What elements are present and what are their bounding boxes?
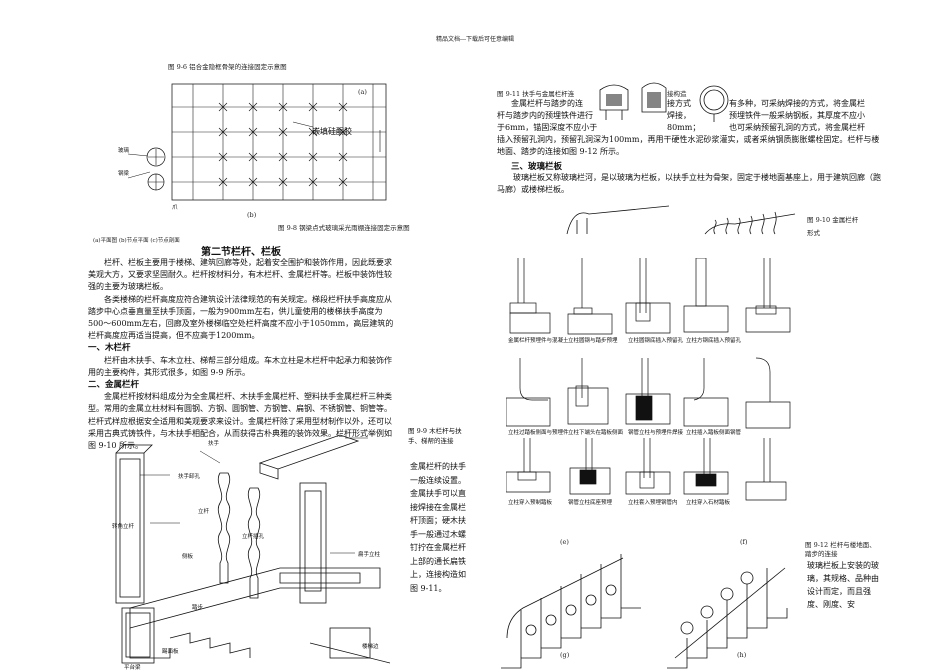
right-para-b1: 杆与踏步内的预埋铁件进行 [497,111,593,120]
fig-9-6-label-b: (b) [247,211,257,219]
fig-9-12-caption-1: 图 9-12 栏杆与楼地面、 [805,541,876,549]
glass-railing-side-text: 玻璃栏板上安装的玻璃，其规格、品种由设计而定，而且强度、刚度、安 [807,561,879,609]
svg-text:钢管立柱与预埋件焊接: 钢管立柱与预埋件焊接 [628,428,684,436]
svg-text:转角立杆: 转角立杆 [112,522,135,530]
svg-text:立柱圆钢底插入预留孔: 立柱圆钢底插入预留孔 [628,336,684,344]
svg-text:立柱插入踏板侧面钢管: 立柱插入踏板侧面钢管 [686,428,742,436]
fig-9-10-sub-g: (g) [560,651,570,659]
svg-text:立柱过踏板侧面与预埋件: 立柱过踏板侧面与预埋件 [508,428,569,436]
page-header: 精品文档---下载后可任意编辑 [435,36,515,43]
svg-text:钢梁: 钢梁 [118,169,130,177]
section-title: 第二节栏杆、栏板 [201,247,281,258]
paragraph-glass-railing: 玻璃栏板又称玻璃栏河，是以玻璃为栏板，以扶手立柱为骨架，固定于楼地面基座上，用于… [497,172,881,196]
fig-9-6-label-a: (a) [358,88,367,96]
svg-text:立柱穿入预制踏板: 立柱穿入预制踏板 [508,498,553,506]
right-para-rest: 插入预留孔洞内，预留孔洞深为100mm，再用干硬性水泥砂浆灌实，或者采纳钢质膨胀… [497,135,880,157]
fig-9-12-sub-f: (f) [740,538,748,546]
paragraph-metal-railing: 金属栏杆按材料组成分为全金属栏杆、木扶手金属栏杆、塑料扶手金属栏杆三种类型。常用… [88,392,392,451]
svg-text:平台梁: 平台梁 [124,663,141,671]
fig-9-12-caption-2: 踏步的连接 [805,550,838,558]
fig-9-10-stair-railings [497,548,797,672]
fig-9-9-caption: 图 9-9 木栏杆与扶手、梯帮的连接 [408,427,462,445]
left-body: 栏杆、栏板主要用于楼梯、建筑回廊等处，起着安全围护和装饰作用，因此既要求美观大方… [88,257,394,452]
fig-9-10-sub-h: (h) [737,651,747,659]
svg-text:钢管立柱底座预埋: 钢管立柱底座预埋 [568,498,613,506]
svg-text:立柱方钢底插入预留孔: 立柱方钢底插入预留孔 [686,336,742,344]
fig-9-6-caption: 图 9-6 铝合金隐框骨架的连接固定示意图 [168,63,287,71]
right-para-a3: 有多种，可采纳焊接的方式，将金属栏 [729,99,865,108]
svg-text:立柱下端头在踏板侧面: 立柱下端头在踏板侧面 [568,428,624,436]
right-para-c2: 80mm； [667,123,701,132]
svg-text:立柱套入预埋钢管内: 立柱套入预埋钢管内 [628,498,678,506]
paragraph-glass-railing-text: 玻璃栏板又称玻璃栏河，是以玻璃为栏板，以扶手立柱为骨架，固定于楼地面基座上，用于… [497,173,881,195]
fig-9-10-caption-1: 图 9-10 金属栏杆 [807,216,859,224]
fig-9-11-caption: 图 9-11 扶手与金属栏杆连 [497,90,575,98]
heading-glass-railing: 三、玻璃栏板 [511,162,563,172]
fig-9-8-caption: 图 9-8 钢梁点式玻璃采光雨棚连接固定示意图 [278,224,410,232]
fig-9-10-caption-2: 形式 [807,229,820,237]
svg-text:扶手: 扶手 [208,439,220,447]
svg-text:玻璃: 玻璃 [118,146,130,154]
right-para-a2: 接方式 [667,99,691,108]
svg-text:立杆插孔: 立杆插孔 [242,532,265,540]
svg-text:侧板: 侧板 [182,552,194,560]
paragraph-wood-railing: 栏杆由木扶手、车木立柱、梯帮三部分组成。车木立柱是木栏杆中起承力和装饰作用的主要… [88,355,392,377]
fig-9-11-drawing [592,80,732,122]
fig-9-12-sub-e: (e) [560,538,569,546]
svg-text:楼梯边: 楼梯边 [362,642,379,650]
right-para-b2: 焊接， [667,111,691,120]
svg-text:扁手立柱: 扁手立柱 [358,550,381,558]
svg-text:爪: 爪 [172,205,178,211]
svg-text:立杆: 立杆 [198,507,210,515]
svg-text:扶手卸孔: 扶手卸孔 [178,472,201,480]
right-para-a1: 金属栏杆与踏步的连 [511,99,583,108]
heading-wood-railing: 一、木栏杆 [88,343,131,354]
right-para-c1: 于6mm，锚固深度不应小于 [497,123,598,132]
svg-text:踏步: 踏步 [192,603,204,611]
heading-metal-railing: 二、金属栏杆 [88,380,140,391]
svg-text:立柱圆钢与踏步预埋: 立柱圆钢与踏步预埋 [568,336,618,344]
fig-9-10-drawing [565,204,800,236]
fig-9-11-caption-2: 接构造 [667,90,687,98]
paragraph-railing-intro: 栏杆、栏板主要用于楼梯、建筑回廊等处，起着安全围护和装饰作用，因此既要求美观大方… [88,258,392,292]
svg-text:踢面板: 踢面板 [162,647,179,655]
paragraph-railing-height: 各类楼梯的栏杆高度应符合建筑设计法律规范的有关规定。梯段栏杆扶手高度应从踏步中心… [88,294,394,341]
fig-9-9-side-text: 金属栏杆的扶手一般连续设置。金属扶手可以直接焊接在金属栏杆顶面；硬木扶手一般通过… [410,462,466,593]
right-para-b3: 预埋铁件一般采纳钢板，其厚度不应小 [729,111,865,120]
right-para-c3: 也可采纳预留孔洞的方式，将金属栏杆 [729,123,865,132]
fig-9-6-callout: 嵌填硅酮胶 [312,127,352,136]
fig-9-12-details: 金属栏杆预埋件与混凝土 立柱圆钢与踏步预埋 立柱圆钢底插入预留孔 立柱方钢底插入… [506,258,806,508]
svg-text:立柱穿入石材踏板: 立柱穿入石材踏板 [686,498,731,506]
fig-9-8-drawing: 玻璃 钢梁 爪 [88,82,398,222]
fig-9-8-subcaptions: (a)平面图 (b)节点平面 (c)节点剖面 [93,238,180,244]
svg-text:金属栏杆预埋件与混凝土: 金属栏杆预埋件与混凝土 [508,336,569,344]
fig-9-9-drawing: 扶手 扶手卸孔 转角立杆 立杆 侧板 立杆插孔 扁手立柱 踏步 踢面板 平台梁 … [110,433,400,672]
